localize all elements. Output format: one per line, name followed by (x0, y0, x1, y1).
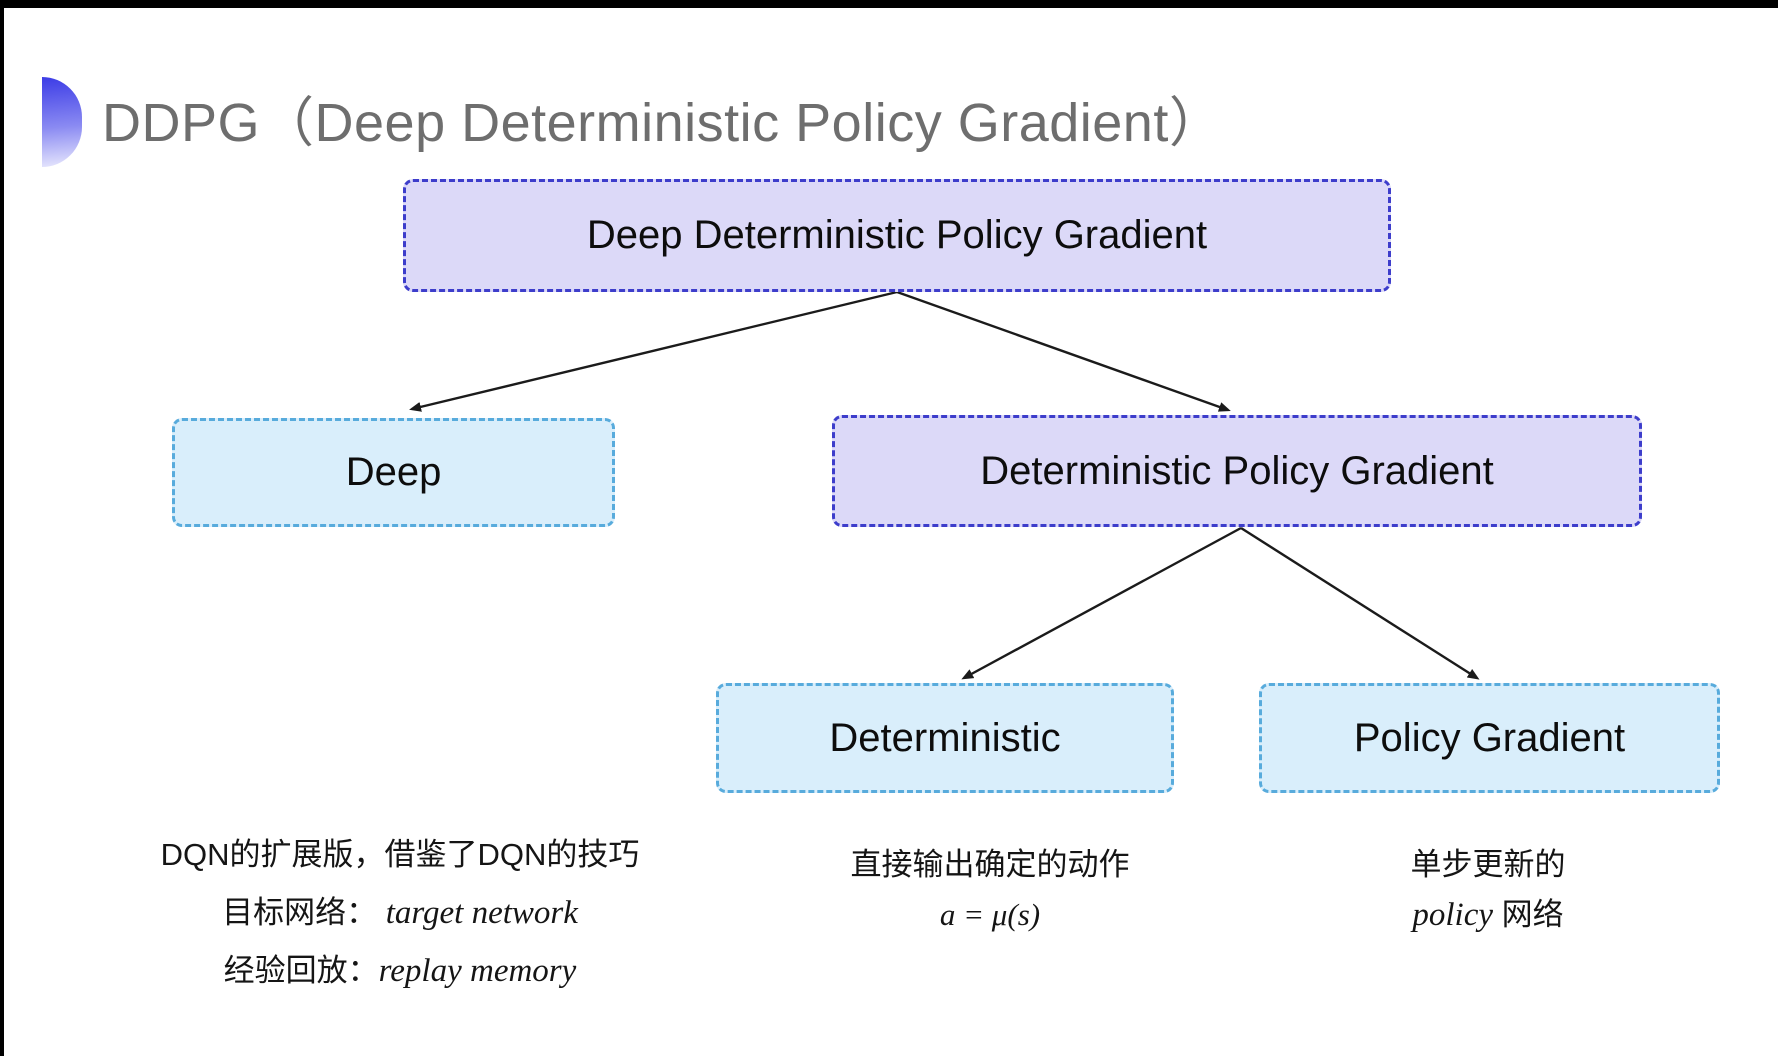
node-deep: Deep (172, 418, 615, 527)
title-bullet-icon (42, 77, 82, 167)
node-deterministic: Deterministic (716, 683, 1174, 793)
note-policy-gradient-network: policy 网络 (1288, 890, 1688, 940)
node-label: Deterministic (829, 715, 1061, 760)
screen-top-edge (0, 0, 1778, 8)
replay-memory-term: replay memory (378, 953, 577, 989)
edge-root-deep (409, 290, 898, 412)
node-label: Deterministic Policy Gradient (980, 448, 1494, 493)
node-label: Deep Deterministic Policy Gradient (586, 213, 1208, 257)
node-deep-deterministic-policy-gradient: Deep Deterministic Policy Gradient (403, 179, 1391, 292)
screen-left-edge (0, 0, 4, 1056)
node-policy-gradient: Policy Gradient (1259, 683, 1720, 793)
node-label: Policy Gradient (1353, 715, 1626, 760)
edge-root-dpg (896, 290, 1231, 412)
network-suffix: 网络 (1493, 897, 1564, 932)
note-deterministic-formula: a = μ(s) (939, 897, 1041, 932)
target-network-label: 目标网络： (222, 895, 378, 930)
target-network-term: target network (385, 895, 578, 931)
note-deep-replay-memory: 经验回放：replay memory (110, 942, 690, 1000)
note-deep: DQN的扩展版，借鉴了DQN的技巧 目标网络： target network 经… (110, 826, 690, 1000)
edge-dpg-deterministic (961, 526, 1242, 680)
policy-term: policy (1412, 897, 1493, 933)
note-deterministic: 直接输出确定的动作 a = μ(s) (790, 840, 1190, 940)
node-deterministic-policy-gradient: Deterministic Policy Gradient (832, 415, 1642, 527)
page-title: DDPG（Deep Deterministic Policy Gradient） (102, 93, 1224, 153)
note-deep-summary: DQN的扩展版，借鉴了DQN的技巧 (160, 837, 640, 872)
note-deep-target-network: 目标网络： target network (110, 884, 690, 942)
edge-dpg-policy-gradient (1240, 526, 1480, 680)
replay-memory-label: 经验回放： (223, 953, 379, 988)
note-policy-gradient: 单步更新的 policy 网络 (1288, 840, 1688, 940)
note-policy-gradient-summary: 单步更新的 (1410, 847, 1566, 882)
note-deterministic-summary: 直接输出确定的动作 (850, 847, 1130, 882)
node-label: Deep (345, 450, 442, 494)
